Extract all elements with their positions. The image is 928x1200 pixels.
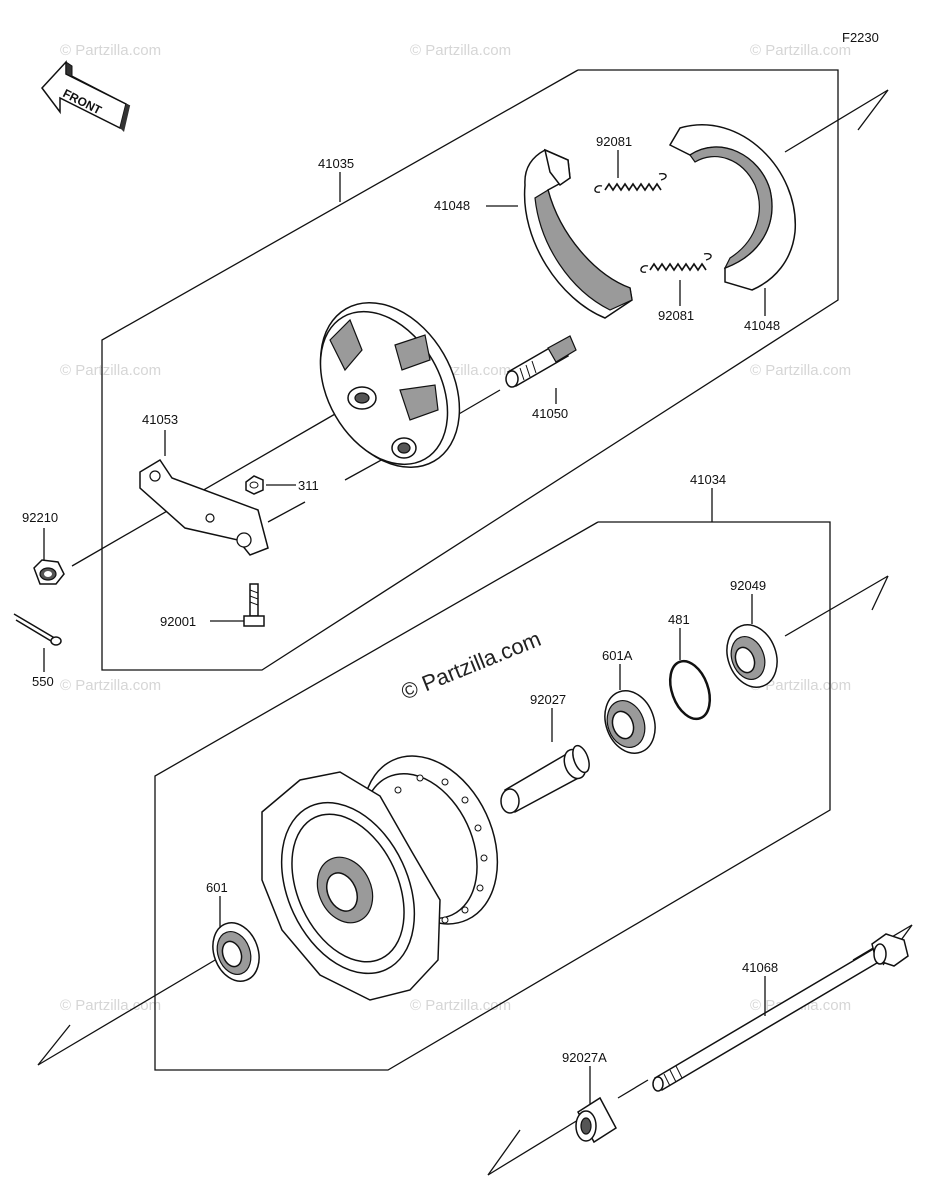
collar-92027	[500, 744, 590, 814]
label-41048-right: 41048	[744, 318, 780, 333]
label-41048-left: 41048	[434, 198, 470, 213]
front-arrow-icon: FRONT	[41, 60, 131, 132]
brake-shoe-left	[523, 148, 633, 319]
watermark: © Partzilla.com	[60, 42, 161, 59]
spring-top	[594, 172, 667, 193]
axis-line	[267, 501, 306, 523]
axle-41068	[652, 933, 909, 1092]
watermark: © Partzilla.com	[410, 997, 511, 1014]
watermark: © Partzilla.com	[410, 42, 511, 59]
watermark: © Partzilla.com	[750, 677, 851, 694]
label-601A: 601A	[602, 648, 633, 663]
cotter-pin-550	[13, 613, 62, 646]
label-92081-bottom: 92081	[658, 308, 694, 323]
label-92081-top: 92081	[596, 134, 632, 149]
label-481: 481	[668, 612, 690, 627]
brake-panel	[319, 301, 461, 469]
label-41035: 41035	[318, 156, 354, 171]
copyright-watermark: © Partzilla.com	[398, 626, 545, 705]
wheel-hub	[261, 755, 499, 1001]
label-92049: 92049	[730, 578, 766, 593]
axis-line	[784, 89, 889, 153]
watermarks: © Partzilla.com © Partzilla.com © Partzi…	[60, 42, 851, 1014]
axis-line	[487, 1129, 521, 1176]
axis-line	[37, 949, 233, 1066]
label-601: 601	[206, 880, 228, 895]
axis-line	[871, 575, 889, 611]
nut-311	[245, 475, 264, 495]
leader-lines	[43, 150, 766, 1104]
watermark: © Partzilla.com	[60, 677, 161, 694]
label-92210: 92210	[22, 510, 58, 525]
bearing-601	[212, 922, 260, 982]
label-41050: 41050	[532, 406, 568, 421]
bearing-601A	[604, 690, 656, 754]
collar-92027A	[575, 1096, 617, 1144]
watermark: © Partzilla.com	[60, 362, 161, 379]
group-outline-41035	[101, 69, 839, 671]
brake-shoe-right	[668, 124, 796, 291]
label-41068: 41068	[742, 960, 778, 975]
oil-seal-92049	[726, 624, 778, 688]
axis-line	[784, 575, 889, 637]
circlip-481	[668, 659, 712, 721]
diagram-code: F2230	[842, 30, 879, 45]
label-41034: 41034	[690, 472, 726, 487]
camshaft	[505, 335, 577, 388]
label-92001: 92001	[160, 614, 196, 629]
spring-bottom	[640, 252, 712, 273]
label-550: 550	[32, 674, 54, 689]
label-92027: 92027	[530, 692, 566, 707]
axis-line	[857, 89, 889, 131]
axis-line	[71, 409, 343, 567]
axis-line	[487, 1119, 579, 1176]
watermark: © Partzilla.com	[750, 362, 851, 379]
part-labels: 41035 41048 92081 92081 41048 41050 4105…	[22, 134, 780, 1065]
axis-line	[617, 1079, 649, 1099]
brake-lever	[139, 458, 269, 556]
watermark: © Partzilla.com	[60, 997, 161, 1014]
watermark: © Partzilla.com	[750, 42, 851, 59]
axle-nut-92210	[33, 559, 65, 585]
label-92027A: 92027A	[562, 1050, 607, 1065]
label-41053: 41053	[142, 412, 178, 427]
label-311: 311	[298, 478, 319, 493]
group-outline-41034	[154, 521, 831, 1071]
axis-line	[344, 457, 386, 481]
axis-line	[37, 1024, 71, 1066]
bolt-92001	[243, 583, 265, 627]
